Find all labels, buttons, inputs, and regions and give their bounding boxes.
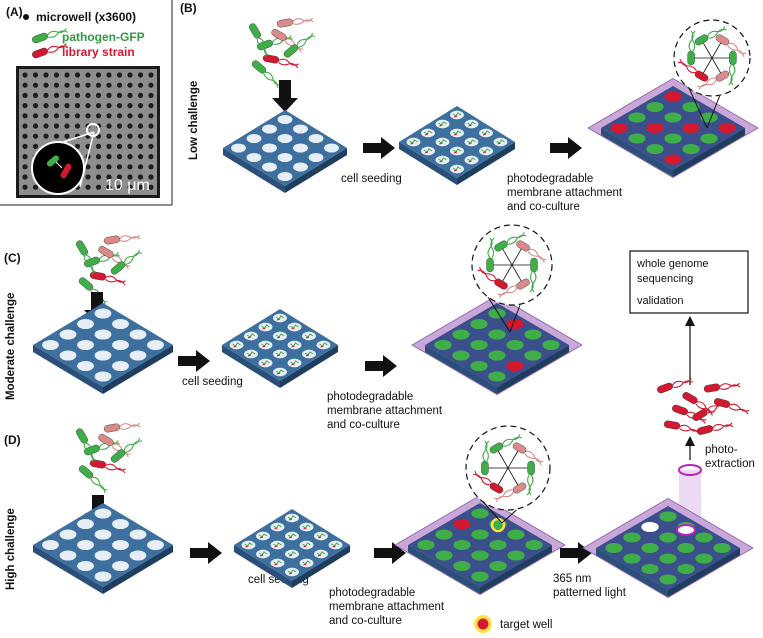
target-well-legend-dot: [477, 618, 489, 630]
c-arrow-1: [178, 350, 210, 372]
beam-top-ring: [678, 464, 702, 476]
zoom-source-ring: [86, 123, 100, 137]
extracted-well-ring: [676, 524, 696, 536]
extraction-label-l2: extraction: [705, 458, 755, 470]
d-plate-empty: [33, 503, 173, 594]
target-well-label: target well: [500, 619, 552, 631]
c-plate-seeded: [222, 309, 338, 388]
b-plate-membrane: [587, 77, 759, 179]
legend-microwell: microwell (x3600): [36, 10, 136, 24]
panel-d-label: (D): [4, 433, 21, 447]
panel-d-step2-l3: and co-culture: [329, 615, 402, 627]
b-bacteria-cluster: [249, 17, 316, 89]
panel-b-step2-l3: and co-culture: [507, 201, 580, 213]
legend-library: library strain: [62, 45, 135, 59]
scale-bar-label: 10 μm: [105, 177, 150, 194]
panel-b-challenge: Low challenge: [188, 81, 200, 160]
panel-b-step2-l2: membrane attachment: [507, 187, 623, 199]
extracted-red-cells: [657, 378, 750, 435]
panel-c-step2-l1: photodegradable: [327, 391, 413, 403]
panel-d-step2-l1: photodegradable: [329, 587, 415, 599]
c-bacteria-cluster: [76, 234, 143, 306]
microwell-legend-dot: [23, 14, 29, 20]
d-arrow-1: [190, 542, 222, 564]
c-zoom-circle: [471, 224, 553, 333]
result-line-3: validation: [637, 295, 683, 307]
panel-c-challenge: Moderate challenge: [5, 293, 17, 400]
b-plate-empty: [223, 110, 347, 193]
light-label-l2: patterned light: [553, 587, 627, 599]
c-plate-membrane: [411, 294, 583, 396]
diagram-drawing: [33, 17, 759, 599]
d-plate-seeded: [234, 509, 350, 588]
extraction-arrow-head: [685, 436, 695, 446]
c-plate-empty: [33, 303, 173, 394]
legend-library-cell: [32, 43, 68, 59]
result-line-2: sequencing: [637, 273, 693, 285]
zoom-circle: [31, 141, 85, 195]
panel-c-step1: cell seeding: [182, 376, 243, 388]
b-arrow-1: [363, 137, 395, 159]
d-bacteria-cluster: [76, 422, 143, 494]
panel-d: (D) High challenge cell seeding photodeg…: [4, 433, 755, 633]
light-label-l1: 365 nm: [553, 573, 591, 585]
panel-c-step2-l3: and co-culture: [327, 419, 400, 431]
panel-a: (A) microwell (x3600) pathogen-GFP libra…: [0, 0, 173, 206]
b-down-arrow: [272, 80, 298, 112]
extraction-label-l1: photo-: [705, 444, 738, 456]
legend-pathogen-cell: [32, 28, 68, 44]
legend-pathogen: pathogen-GFP: [62, 30, 145, 44]
result-box: whole genome sequencing validation: [629, 250, 749, 314]
d-arrow-2: [374, 542, 406, 564]
b-plate-seeded: [399, 106, 515, 185]
panel-d-challenge: High challenge: [5, 508, 17, 590]
d-zoom-circle: [465, 425, 551, 524]
c-arrow-2: [365, 355, 397, 377]
panel-a-label: (A): [6, 5, 23, 19]
panel-b: (B) Low challenge cell seeding photodegr…: [180, 1, 623, 213]
panel-b-step2-l1: photodegradable: [507, 173, 593, 185]
b-zoom-circle: [673, 19, 751, 129]
panel-c: (C) Moderate challenge cell seeding phot…: [4, 251, 443, 431]
d-plate-target: [394, 494, 566, 596]
panel-c-step2-l2: membrane attachment: [327, 405, 443, 417]
result-arrow-head: [685, 316, 695, 326]
result-line-1: whole genome: [636, 258, 709, 270]
panel-b-step1: cell seeding: [341, 173, 402, 185]
panel-b-label: (B): [180, 1, 197, 15]
b-arrow-2: [550, 137, 582, 159]
panel-d-step2-l2: membrane attachment: [329, 601, 445, 613]
d-plate-extracted: [582, 497, 754, 599]
panel-c-label: (C): [4, 251, 21, 265]
